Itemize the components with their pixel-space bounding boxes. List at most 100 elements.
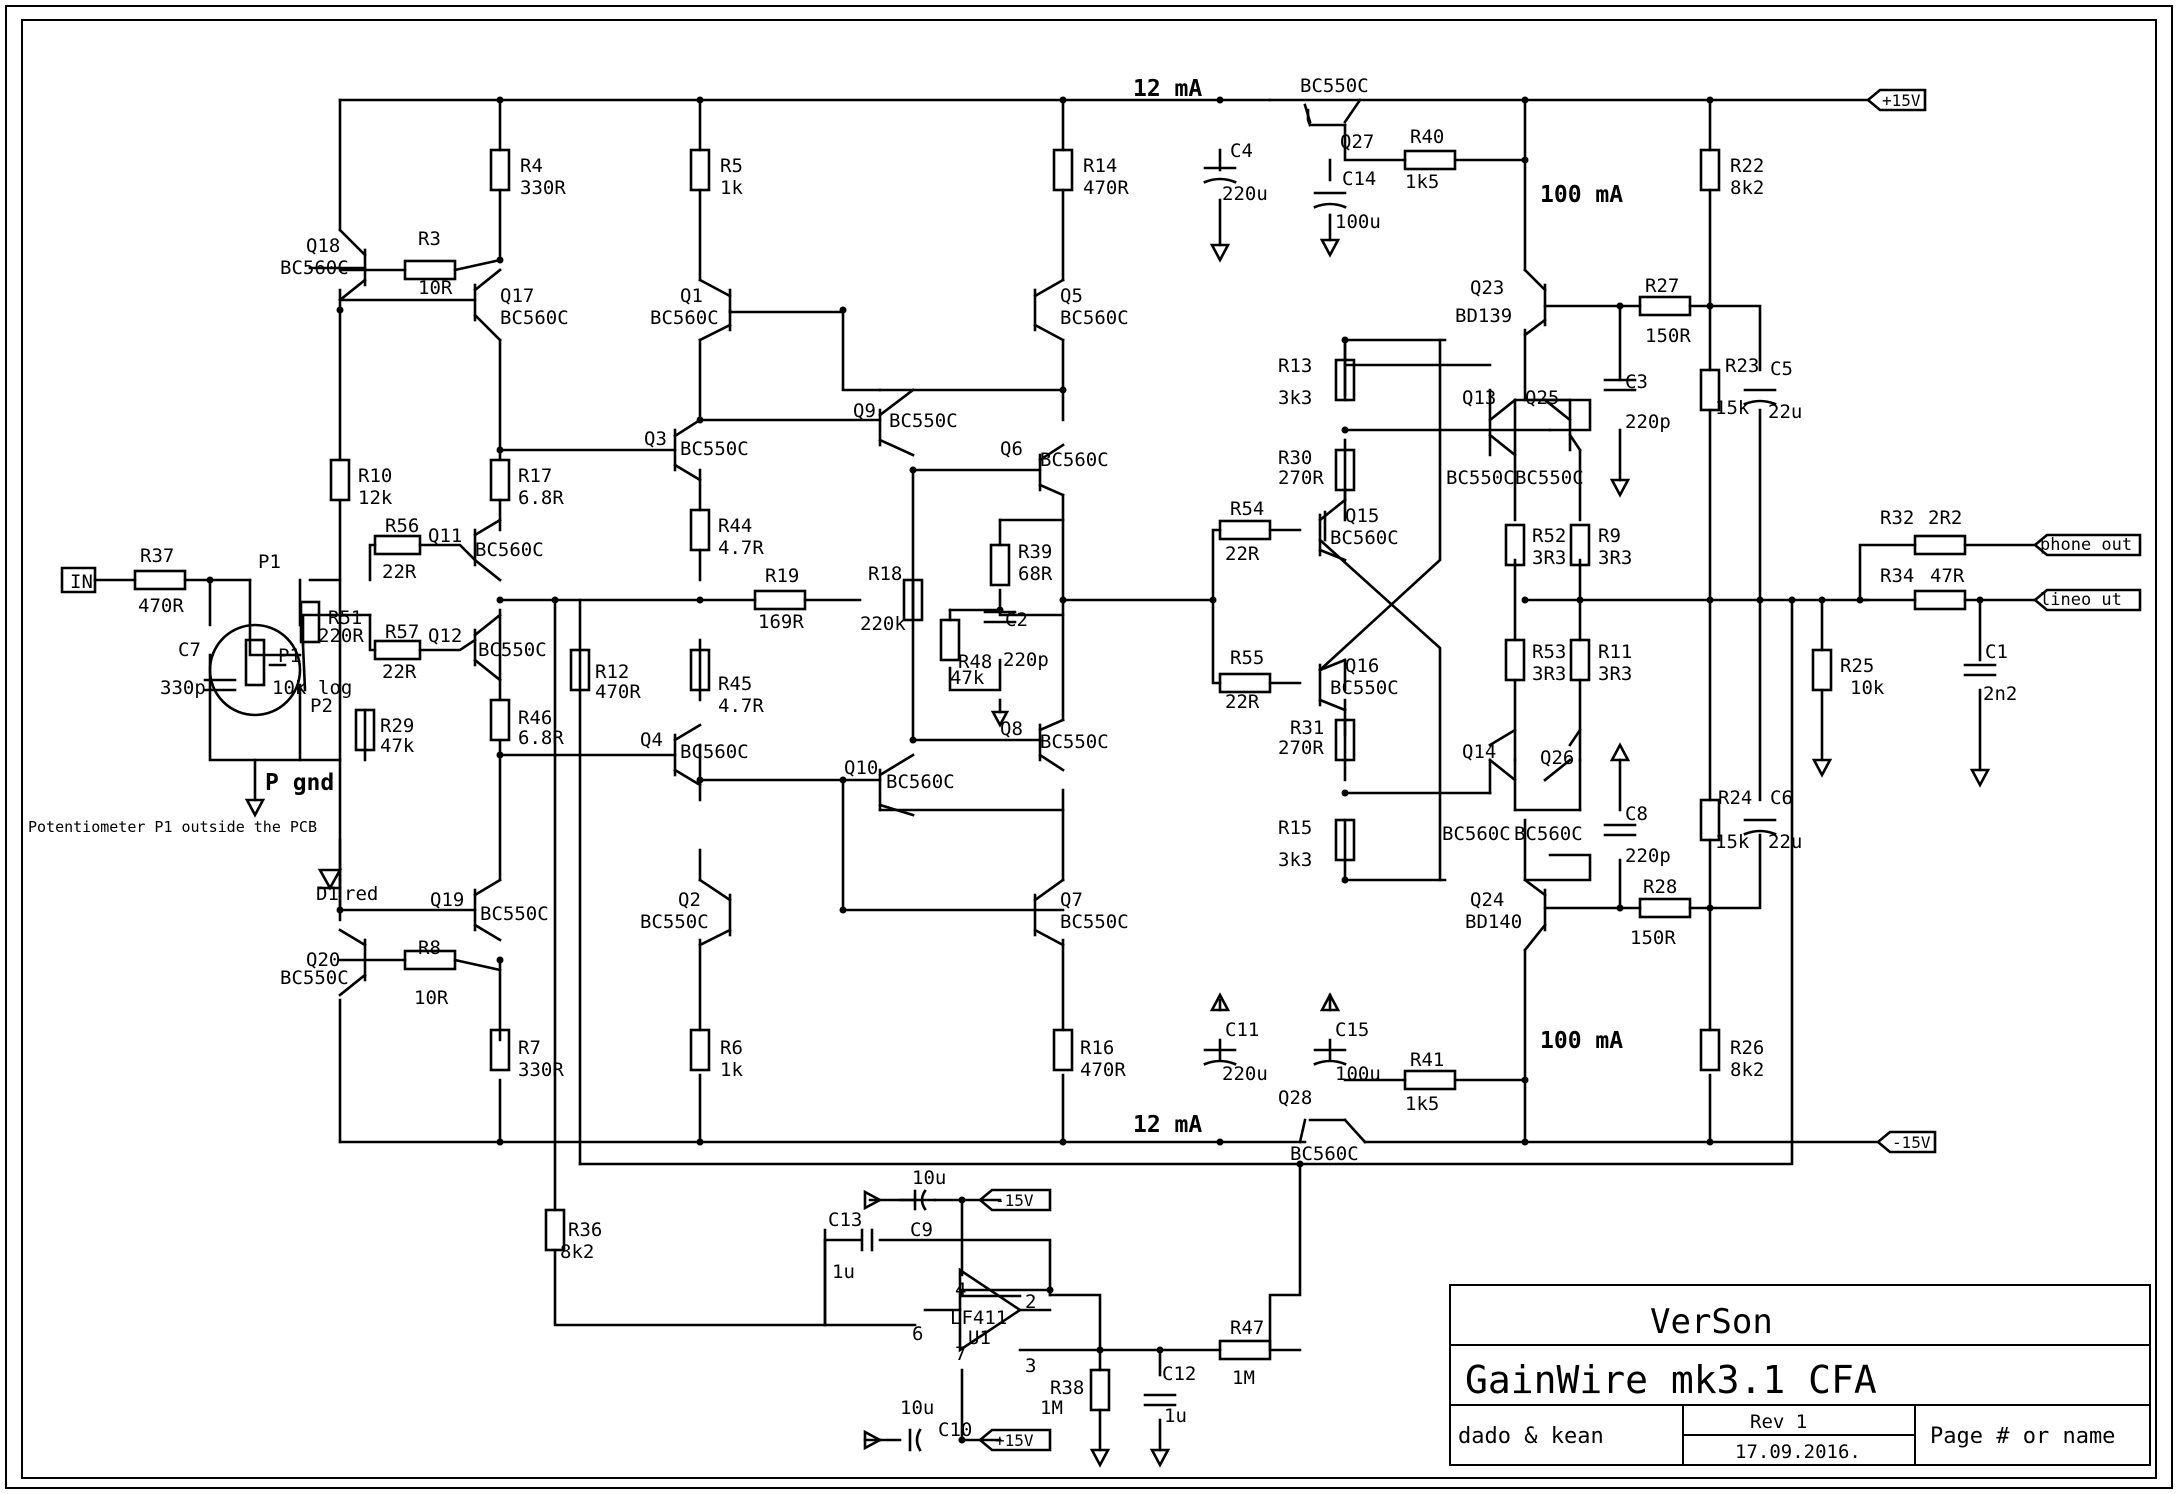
bias-top: 100 mA xyxy=(1540,182,1623,208)
label-q1t: BC560C xyxy=(650,307,719,329)
label-r12v: 470R xyxy=(595,681,641,703)
label-q2t: BC550C xyxy=(640,911,709,933)
label-q24: Q24 xyxy=(1470,889,1504,911)
tb-revision: Rev 1 xyxy=(1750,1411,1807,1433)
label-q3t: BC550C xyxy=(680,438,749,460)
label-q11t: BC560C xyxy=(475,539,544,561)
port-line-shape xyxy=(2032,588,2142,612)
label-q10: Q10 xyxy=(844,757,878,779)
label-r10v: 12k xyxy=(358,487,393,509)
label-d1v: red xyxy=(344,883,378,905)
label-c7: C7 xyxy=(178,639,201,661)
label-r32v: 2R2 xyxy=(1928,507,1962,529)
label-r15: R15 xyxy=(1278,817,1312,839)
junctions xyxy=(206,96,1984,1444)
label-r37: R37 xyxy=(140,545,174,567)
label-c14v: 100u xyxy=(1335,211,1381,233)
label-p2n: 2 xyxy=(1025,1291,1036,1313)
active-parts xyxy=(208,623,1052,1353)
label-c5: C5 xyxy=(1770,358,1793,380)
label-q16: Q16 xyxy=(1345,655,1379,677)
label-q17: Q17 xyxy=(500,285,534,307)
label-q26: Q26 xyxy=(1540,747,1574,769)
label-r8: R8 xyxy=(418,937,441,959)
label-q15t: BC560C xyxy=(1330,527,1399,549)
label-r5v: 1k xyxy=(720,177,743,199)
port-pos-rail-shape xyxy=(1865,88,1927,112)
label-d1: D1 xyxy=(316,883,339,905)
label-r31v: 270R xyxy=(1278,737,1324,759)
port-phone-label: phone out xyxy=(2040,535,2132,555)
label-c9v: 10u xyxy=(912,1167,946,1189)
tb-project: GainWire mk3.1 CFA xyxy=(1465,1358,1877,1402)
label-c14: C14 xyxy=(1342,168,1376,190)
label-r41: R41 xyxy=(1410,1049,1444,1071)
label-r25: R25 xyxy=(1840,655,1874,677)
label-r19v: 169R xyxy=(758,611,804,633)
label-q9: Q9 xyxy=(853,400,876,422)
label-r55v: 22R xyxy=(1225,691,1260,713)
label-r23: R23 xyxy=(1725,355,1759,377)
label-q23: Q23 xyxy=(1470,277,1504,299)
label-r3: R3 xyxy=(418,228,441,250)
label-c8: C8 xyxy=(1625,803,1648,825)
tb-page: Page # or name xyxy=(1930,1424,2115,1449)
title-block: VerSon GainWire mk3.1 CFA dado & kean Re… xyxy=(1449,1284,2151,1466)
label-r48: R48 xyxy=(958,651,992,673)
label-r46: R46 xyxy=(518,707,552,729)
label-q1: Q1 xyxy=(680,285,703,307)
label-r37v: 470R xyxy=(138,595,184,617)
wiring xyxy=(93,98,2037,1452)
label-r53v: 3R3 xyxy=(1532,663,1566,685)
capacitors xyxy=(203,166,1997,1452)
label-r57: R57 xyxy=(385,621,419,643)
label-r19: R19 xyxy=(765,565,799,587)
label-r38: R38 xyxy=(1050,1377,1084,1399)
label-q10t: BC560C xyxy=(886,771,955,793)
label-r39v: 68R xyxy=(1018,563,1053,585)
rail-neg-label: -15V xyxy=(1892,1133,1931,1152)
label-c4v: 220u xyxy=(1222,183,1268,205)
port-in-label: IN xyxy=(70,571,93,593)
label-q28t: BC560C xyxy=(1290,1143,1359,1165)
label-r45: R45 xyxy=(718,673,752,695)
label-r57v: 22R xyxy=(382,661,417,683)
label-r28v: 150R xyxy=(1630,927,1676,949)
label-r22: R22 xyxy=(1730,155,1764,177)
label-r55: R55 xyxy=(1230,647,1264,669)
label-r51v: 220R xyxy=(318,625,364,647)
label-p3: 3 xyxy=(1025,1355,1036,1377)
label-q5: Q5 xyxy=(1060,285,1083,307)
label-q27: Q27 xyxy=(1340,131,1374,153)
port-servo-pos-shape xyxy=(977,1428,1052,1452)
tb-authors: dado & kean xyxy=(1458,1424,1604,1449)
label-c15: C15 xyxy=(1335,1019,1369,1041)
label-q8: Q8 xyxy=(1000,718,1023,740)
port-in-shape xyxy=(60,566,97,594)
label-r56v: 22R xyxy=(382,561,417,583)
label-q2: Q2 xyxy=(678,889,701,911)
label-r40: R40 xyxy=(1410,126,1444,148)
label-r30: R30 xyxy=(1278,447,1312,469)
label-c3: C3 xyxy=(1625,371,1648,393)
servo-neg-label: -15V xyxy=(995,1191,1034,1210)
label-r15v: 3k3 xyxy=(1278,849,1312,871)
label-q27t: BC550C xyxy=(1300,75,1369,97)
label-r29: R29 xyxy=(380,715,414,737)
label-c9: C9 xyxy=(910,1219,933,1241)
label-q14: Q14 xyxy=(1462,741,1496,763)
label-p1i: P1 xyxy=(278,645,301,667)
label-q15: Q15 xyxy=(1345,505,1379,527)
label-q13t: BC550C xyxy=(1446,467,1515,489)
label-r32: R32 xyxy=(1880,507,1914,529)
current-top: 12 mA xyxy=(1133,76,1202,102)
label-c3v: 220p xyxy=(1625,411,1671,433)
label-r34v: 47R xyxy=(1930,565,1965,587)
bias-bottom: 100 mA xyxy=(1540,1028,1623,1054)
label-q25t: BC550C xyxy=(1515,467,1584,489)
label-q25: Q25 xyxy=(1525,387,1559,409)
label-p2v: log xyxy=(318,677,352,699)
label-r24: R24 xyxy=(1718,787,1752,809)
ports xyxy=(60,88,2142,1452)
